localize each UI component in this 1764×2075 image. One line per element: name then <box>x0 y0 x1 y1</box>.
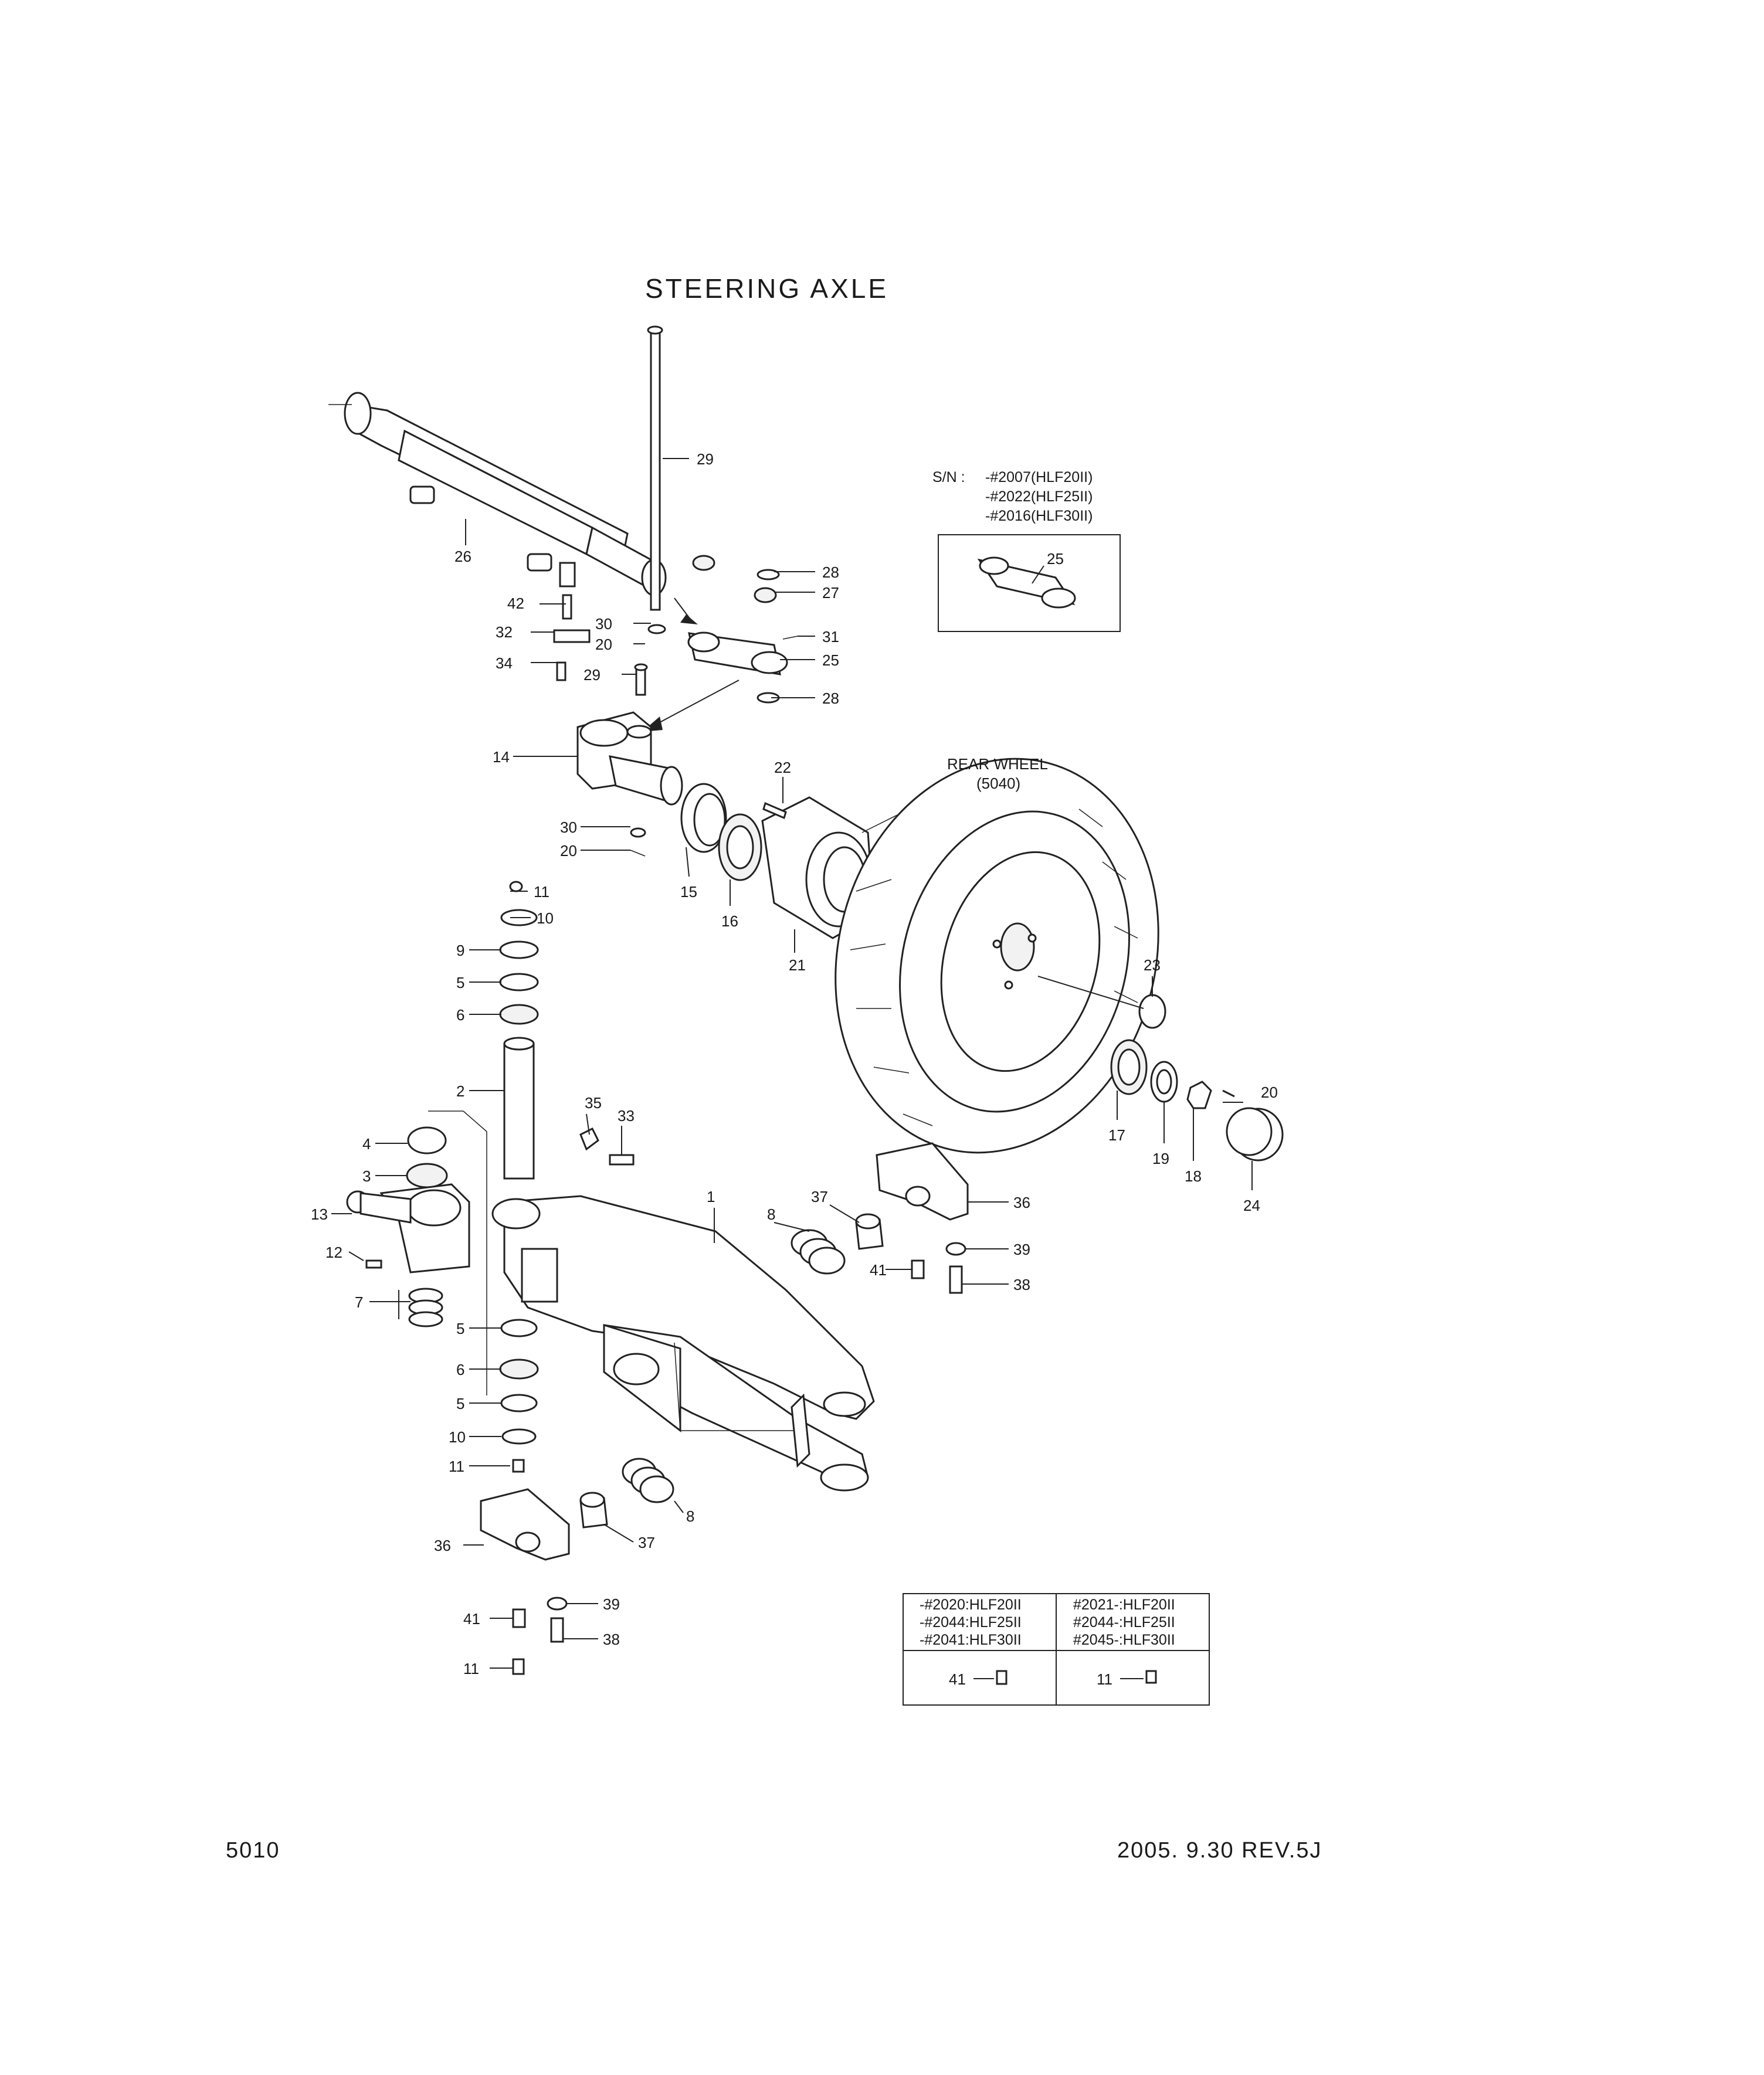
variant-right-1: #2021-:HLF20II <box>1073 1597 1175 1613</box>
callout-37: 37 <box>811 1188 828 1205</box>
callout-10: 10 <box>537 909 554 927</box>
callout-7: 7 <box>355 1293 363 1311</box>
rear-wheel-title: REAR WHEEL <box>947 755 1048 773</box>
steering-knuckle-right <box>576 711 683 857</box>
callout-31: 31 <box>822 628 839 646</box>
callout-41b: 41 <box>463 1610 480 1628</box>
callout-29: 29 <box>697 450 714 468</box>
lower-bearing-stack <box>499 1319 539 1473</box>
callout-36b: 36 <box>434 1537 451 1554</box>
callout-39b: 39 <box>603 1595 620 1613</box>
serial-line-1: -#2007(HLF20II) <box>985 469 1093 485</box>
callout-6b: 6 <box>456 1361 464 1378</box>
callout-39: 39 <box>1013 1241 1030 1258</box>
callout-labels: 29 26 28 27 31 25 28 42 30 20 32 34 29 1… <box>311 450 1278 1677</box>
callout-30: 30 <box>595 615 612 633</box>
callout-28: 28 <box>822 563 839 581</box>
callout-1: 1 <box>707 1188 715 1205</box>
callout-8b: 8 <box>686 1507 694 1525</box>
wheel-retaining-parts <box>1110 994 1284 1162</box>
variant-left-1: -#2020:HLF20II <box>920 1597 1022 1613</box>
variant-left-2: -#2044:HLF25II <box>920 1614 1022 1631</box>
callout-22: 22 <box>774 759 791 776</box>
tie-rod-link-assembly <box>553 325 798 704</box>
revision-date: 2005. 9.30 REV.5J <box>1117 1838 1322 1863</box>
callout-33: 33 <box>618 1107 635 1125</box>
serial-line-2: -#2022(HLF25II) <box>985 488 1093 505</box>
callout-15: 15 <box>680 883 697 901</box>
steering-knuckle-left <box>346 1183 470 1327</box>
callout-23: 23 <box>1144 956 1161 974</box>
callout-5c: 5 <box>456 1395 464 1412</box>
callout-6: 6 <box>456 1006 464 1024</box>
variant-table: -#2020:HLF20II -#2044:HLF25II -#2041:HLF… <box>903 1593 1210 1706</box>
callout-24: 24 <box>1243 1197 1260 1214</box>
serial-prefix: S/N : <box>932 469 965 485</box>
callout-11c: 11 <box>463 1660 479 1677</box>
callout-38b: 38 <box>603 1631 620 1648</box>
callout-5b: 5 <box>456 1320 464 1337</box>
callout-14: 14 <box>493 748 510 766</box>
serial-line-3: -#2016(HLF30II) <box>985 508 1093 524</box>
variant-left-part: 41 <box>949 1670 966 1688</box>
callout-36: 36 <box>1013 1194 1030 1211</box>
variant-right-2: #2044-:HLF25II <box>1073 1614 1175 1631</box>
page-number: 5010 <box>226 1838 280 1863</box>
callout-29b: 29 <box>584 666 601 684</box>
callout-25: 25 <box>822 651 839 669</box>
callout-13: 13 <box>311 1205 328 1223</box>
callout-11b: 11 <box>449 1458 464 1475</box>
rear-wheel <box>834 758 1159 1154</box>
king-pin-stack <box>406 881 539 1188</box>
leader-lines <box>331 458 1253 1669</box>
callout-30b: 30 <box>560 819 577 836</box>
axle-pivot-parts <box>579 1213 884 1529</box>
callout-17: 17 <box>1108 1126 1125 1144</box>
callout-20b: 20 <box>560 842 577 860</box>
callout-19: 19 <box>1152 1150 1169 1167</box>
callout-37b: 37 <box>638 1534 655 1551</box>
rear-wheel-ref: (5040) <box>976 775 1020 792</box>
callout-34: 34 <box>496 654 513 672</box>
callout-20c: 20 <box>1261 1084 1278 1101</box>
axle-body <box>491 1195 875 1492</box>
callout-38: 38 <box>1013 1276 1030 1293</box>
callout-9: 9 <box>456 942 464 959</box>
steering-cylinder <box>328 392 667 596</box>
callout-16: 16 <box>721 912 738 930</box>
serial-inset: S/N : -#2007(HLF20II) -#2022(HLF25II) -#… <box>932 469 1121 632</box>
callout-41: 41 <box>870 1261 887 1279</box>
callout-32: 32 <box>496 623 513 641</box>
rear-wheel-label: REAR WHEEL (5040) <box>947 755 1048 792</box>
callout-42: 42 <box>507 595 524 612</box>
callout-8: 8 <box>767 1205 775 1223</box>
callout-11: 11 <box>534 883 549 901</box>
callout-5: 5 <box>456 974 464 991</box>
variant-right-3: #2045-:HLF30II <box>1073 1632 1175 1648</box>
callout-26: 26 <box>454 548 471 565</box>
callout-2: 2 <box>456 1082 464 1100</box>
callout-4: 4 <box>362 1135 371 1153</box>
callout-18: 18 <box>1185 1167 1202 1185</box>
page-title: STEERING AXLE <box>645 273 888 304</box>
callout-3: 3 <box>362 1167 371 1185</box>
variant-right-part: 11 <box>1097 1670 1112 1688</box>
inset-callout-25: 25 <box>1047 550 1064 568</box>
variant-left-3: -#2041:HLF30II <box>920 1632 1022 1648</box>
callout-35: 35 <box>585 1094 602 1112</box>
callout-12: 12 <box>325 1244 342 1261</box>
callout-20: 20 <box>595 636 612 653</box>
callout-10b: 10 <box>449 1428 466 1446</box>
callout-21: 21 <box>789 956 806 974</box>
callout-28b: 28 <box>822 690 839 707</box>
callout-27: 27 <box>822 584 839 602</box>
